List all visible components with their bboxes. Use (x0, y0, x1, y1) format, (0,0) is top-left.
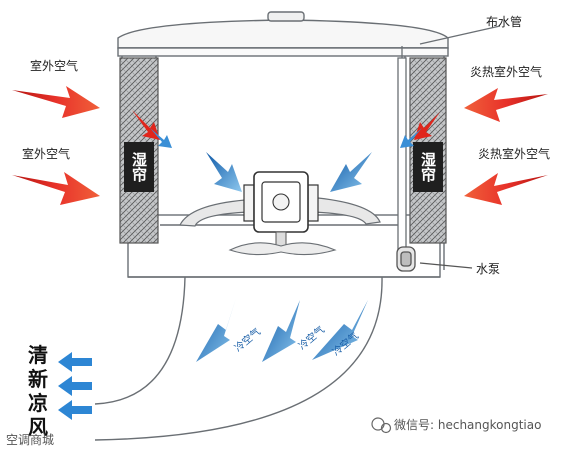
corner-watermark: 空调商城 (6, 432, 54, 447)
label-water-pipe: 布水管 (486, 14, 522, 29)
label-outdoor-air-left-bottom: 室外空气 (22, 146, 70, 161)
hot-arrow-right-bottom (464, 173, 548, 205)
label-cold-air-2: 冷空气 (296, 323, 327, 352)
cold-arrow-down-2 (262, 300, 300, 362)
label-fresh-wind-3: 凉 (28, 391, 48, 415)
hot-arrow-inside-right (414, 112, 440, 140)
fan-motor (179, 171, 381, 256)
water-pump (396, 246, 473, 272)
wet-pad-right (409, 57, 447, 244)
wechat-watermark: 微信号: hechangkongtiao (371, 417, 541, 434)
label-wet-pad-right: 湿帘 (419, 152, 437, 183)
cold-arrow-down-1 (196, 298, 236, 362)
cold-arrow-to-fan-left (206, 152, 242, 192)
out-arrow-2 (58, 376, 92, 396)
hot-arrow-left-bottom (12, 172, 100, 205)
out-arrow-1 (58, 352, 92, 372)
label-outdoor-air-left-top: 室外空气 (30, 58, 78, 73)
cold-air-arrows (58, 128, 422, 420)
cold-arrow-to-fan-right (330, 152, 372, 192)
wet-pad-left (119, 57, 159, 244)
hot-air-arrows (12, 86, 548, 205)
out-arrow-3 (58, 400, 92, 420)
label-fresh-wind-1: 清 (28, 343, 48, 367)
label-fresh-wind-4: 风 (28, 415, 48, 439)
cold-arrow-pad-right (400, 128, 422, 148)
hot-arrow-right-top (464, 88, 548, 122)
cold-arrow-pad-left (150, 128, 172, 148)
label-hot-outdoor-air-right-bottom: 炎热室外空气 (478, 146, 550, 161)
label-wet-pad-left: 湿帘 (130, 152, 148, 183)
label-hot-outdoor-air-right-top: 炎热室外空气 (470, 64, 542, 79)
hot-arrow-left-top (12, 86, 100, 118)
label-fresh-wind-2: 新 (28, 367, 48, 391)
hot-arrow-inside-left (132, 110, 160, 140)
wechat-id: 微信号: hechangkongtiao (394, 418, 541, 432)
label-water-pump: 水泵 (476, 262, 500, 276)
air-duct (94, 276, 383, 441)
label-cold-air-1: 冷空气 (232, 325, 263, 354)
cold-arrow-down-3 (312, 300, 368, 360)
